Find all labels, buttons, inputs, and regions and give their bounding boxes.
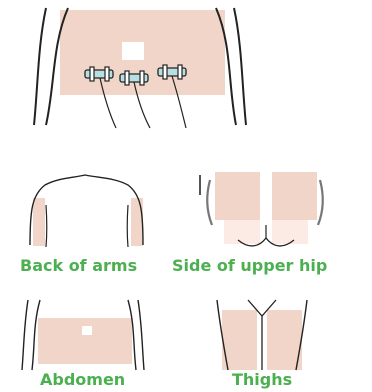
side-of-upper-hip-label: Side of upper hip <box>172 258 327 274</box>
hip-left-inner <box>207 180 212 225</box>
right-thigh-site-area <box>267 310 302 370</box>
torso-left-outline-top <box>34 8 46 125</box>
right-back-line <box>127 205 128 247</box>
navel <box>82 326 92 335</box>
left-hip-site-area <box>215 172 260 220</box>
left-thigh-site-area <box>222 310 257 370</box>
right-hip-site-area <box>272 172 317 220</box>
abdomen-figure <box>22 300 144 370</box>
abdomen-label: Abdomen <box>40 372 125 388</box>
left-back-line <box>46 205 47 247</box>
abdomen-right-outline <box>138 300 144 370</box>
navel-top <box>122 42 144 60</box>
infusion-set-3 <box>158 65 186 128</box>
hip-right-inner <box>318 180 323 225</box>
thighs-figure <box>217 300 307 370</box>
infusion-set-1 <box>85 67 116 128</box>
right-arm-site-area <box>131 198 143 246</box>
left-arm-site-area <box>33 198 45 246</box>
abdomen-site-area <box>38 318 132 364</box>
torso-right-outline-top <box>234 8 246 125</box>
side-of-upper-hip-figure <box>200 172 323 246</box>
abdomen-infusion-figure <box>34 8 246 128</box>
infusion-set-2 <box>120 71 150 128</box>
left-hip-lower-area <box>224 220 260 244</box>
right-hip-lower-area <box>272 220 308 244</box>
back-of-arms-label: Back of arms <box>20 258 137 274</box>
abdomen-left-outline <box>22 300 28 370</box>
thighs-label: Thighs <box>232 372 292 388</box>
back-of-arms-figure <box>30 175 143 247</box>
